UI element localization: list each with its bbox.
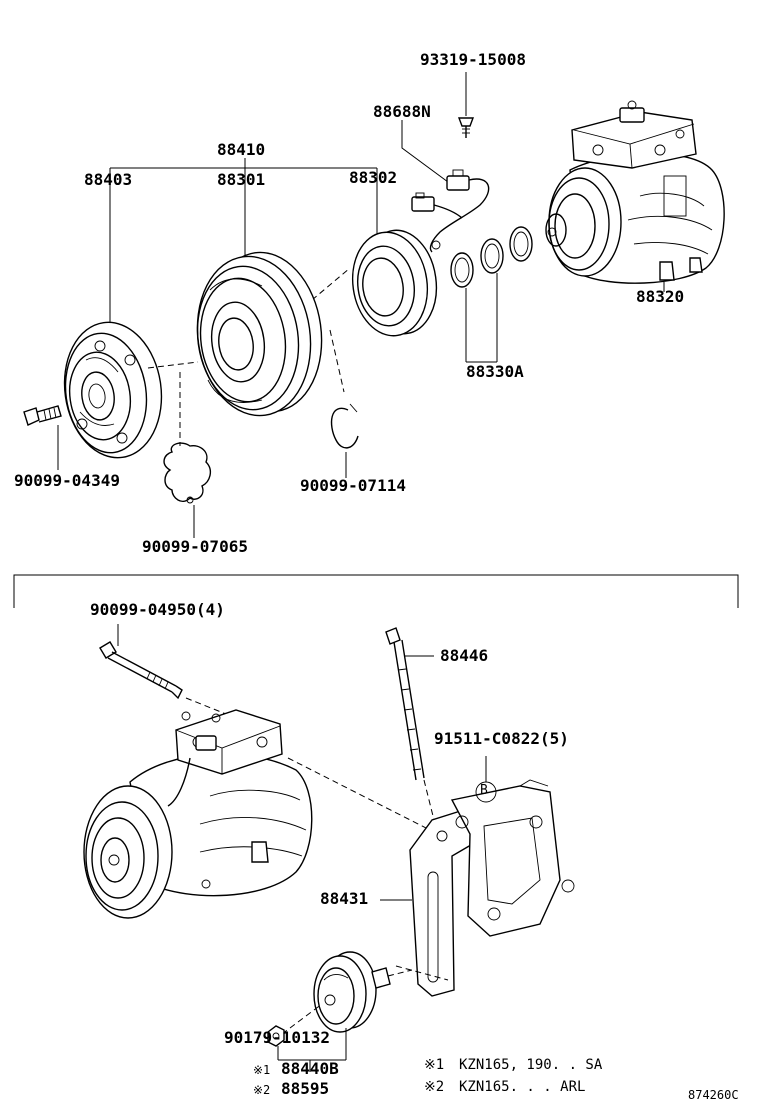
snap-ring-90099-07114-drawing bbox=[330, 403, 359, 478]
part-label-88410[interactable]: 88410 bbox=[217, 140, 266, 159]
part-label-88320[interactable]: 88320 bbox=[636, 287, 685, 306]
pulley-88301-drawing bbox=[196, 251, 323, 417]
part-label-90099-04349[interactable]: 90099-04349 bbox=[14, 471, 120, 490]
compressor-lower-drawing bbox=[83, 709, 313, 919]
shims-88330a-drawing bbox=[450, 226, 533, 363]
note-1-text: KZN165, 190. . SA bbox=[459, 1057, 603, 1073]
screw-93319-15008-drawing bbox=[457, 72, 475, 138]
wire-harness-88688n-drawing bbox=[411, 169, 490, 253]
note-2-mark: ※2 bbox=[424, 1079, 445, 1095]
part-label-88330a[interactable]: 88330A bbox=[466, 362, 524, 381]
gasket-90099-07065-drawing bbox=[163, 442, 212, 538]
part-label-88301[interactable]: 88301 bbox=[217, 170, 266, 189]
part-label-88595[interactable]: 88595 bbox=[281, 1079, 330, 1098]
bolt-90099-04349-drawing bbox=[23, 405, 62, 470]
pressure-plate-88403-drawing bbox=[63, 321, 163, 459]
part-label-88431[interactable]: 88431 bbox=[320, 889, 369, 908]
part-label-91511-c0822[interactable]: 91511-C0822(5) bbox=[434, 729, 569, 748]
idler-pulley-88440b-drawing bbox=[313, 951, 391, 1033]
bolt-88446-drawing bbox=[385, 627, 434, 781]
part-label-88403[interactable]: 88403 bbox=[84, 170, 133, 189]
mark-2: ※2 bbox=[253, 1083, 271, 1097]
note-1-mark: ※1 bbox=[424, 1057, 445, 1073]
callout-b: B bbox=[480, 783, 488, 798]
bracket-88431-drawing bbox=[409, 779, 575, 997]
note-2-text: KZN165. . . ARL bbox=[459, 1079, 586, 1095]
part-label-90099-07065[interactable]: 90099-07065 bbox=[142, 537, 248, 556]
field-coil-88302-drawing bbox=[351, 229, 438, 337]
figure-code: 874260C bbox=[688, 1088, 739, 1102]
part-label-90099-07114[interactable]: 90099-07114 bbox=[300, 476, 406, 495]
mark-1: ※1 bbox=[253, 1063, 271, 1077]
bolt-90099-04950-drawing bbox=[99, 624, 183, 700]
part-label-88302[interactable]: 88302 bbox=[349, 168, 398, 187]
group-bracket-88410 bbox=[109, 158, 378, 330]
part-label-90179-10132[interactable]: 90179-10132 bbox=[224, 1028, 330, 1047]
part-label-93319-15008[interactable]: 93319-15008 bbox=[420, 50, 526, 69]
nut-90179-10132-drawing bbox=[267, 1025, 285, 1047]
part-label-90099-04950[interactable]: 90099-04950(4) bbox=[90, 600, 225, 619]
part-label-88446[interactable]: 88446 bbox=[440, 646, 489, 665]
part-label-88440b[interactable]: 88440B bbox=[281, 1059, 339, 1078]
part-label-88688n[interactable]: 88688N bbox=[373, 102, 431, 121]
compressor-88320-drawing bbox=[545, 100, 725, 292]
